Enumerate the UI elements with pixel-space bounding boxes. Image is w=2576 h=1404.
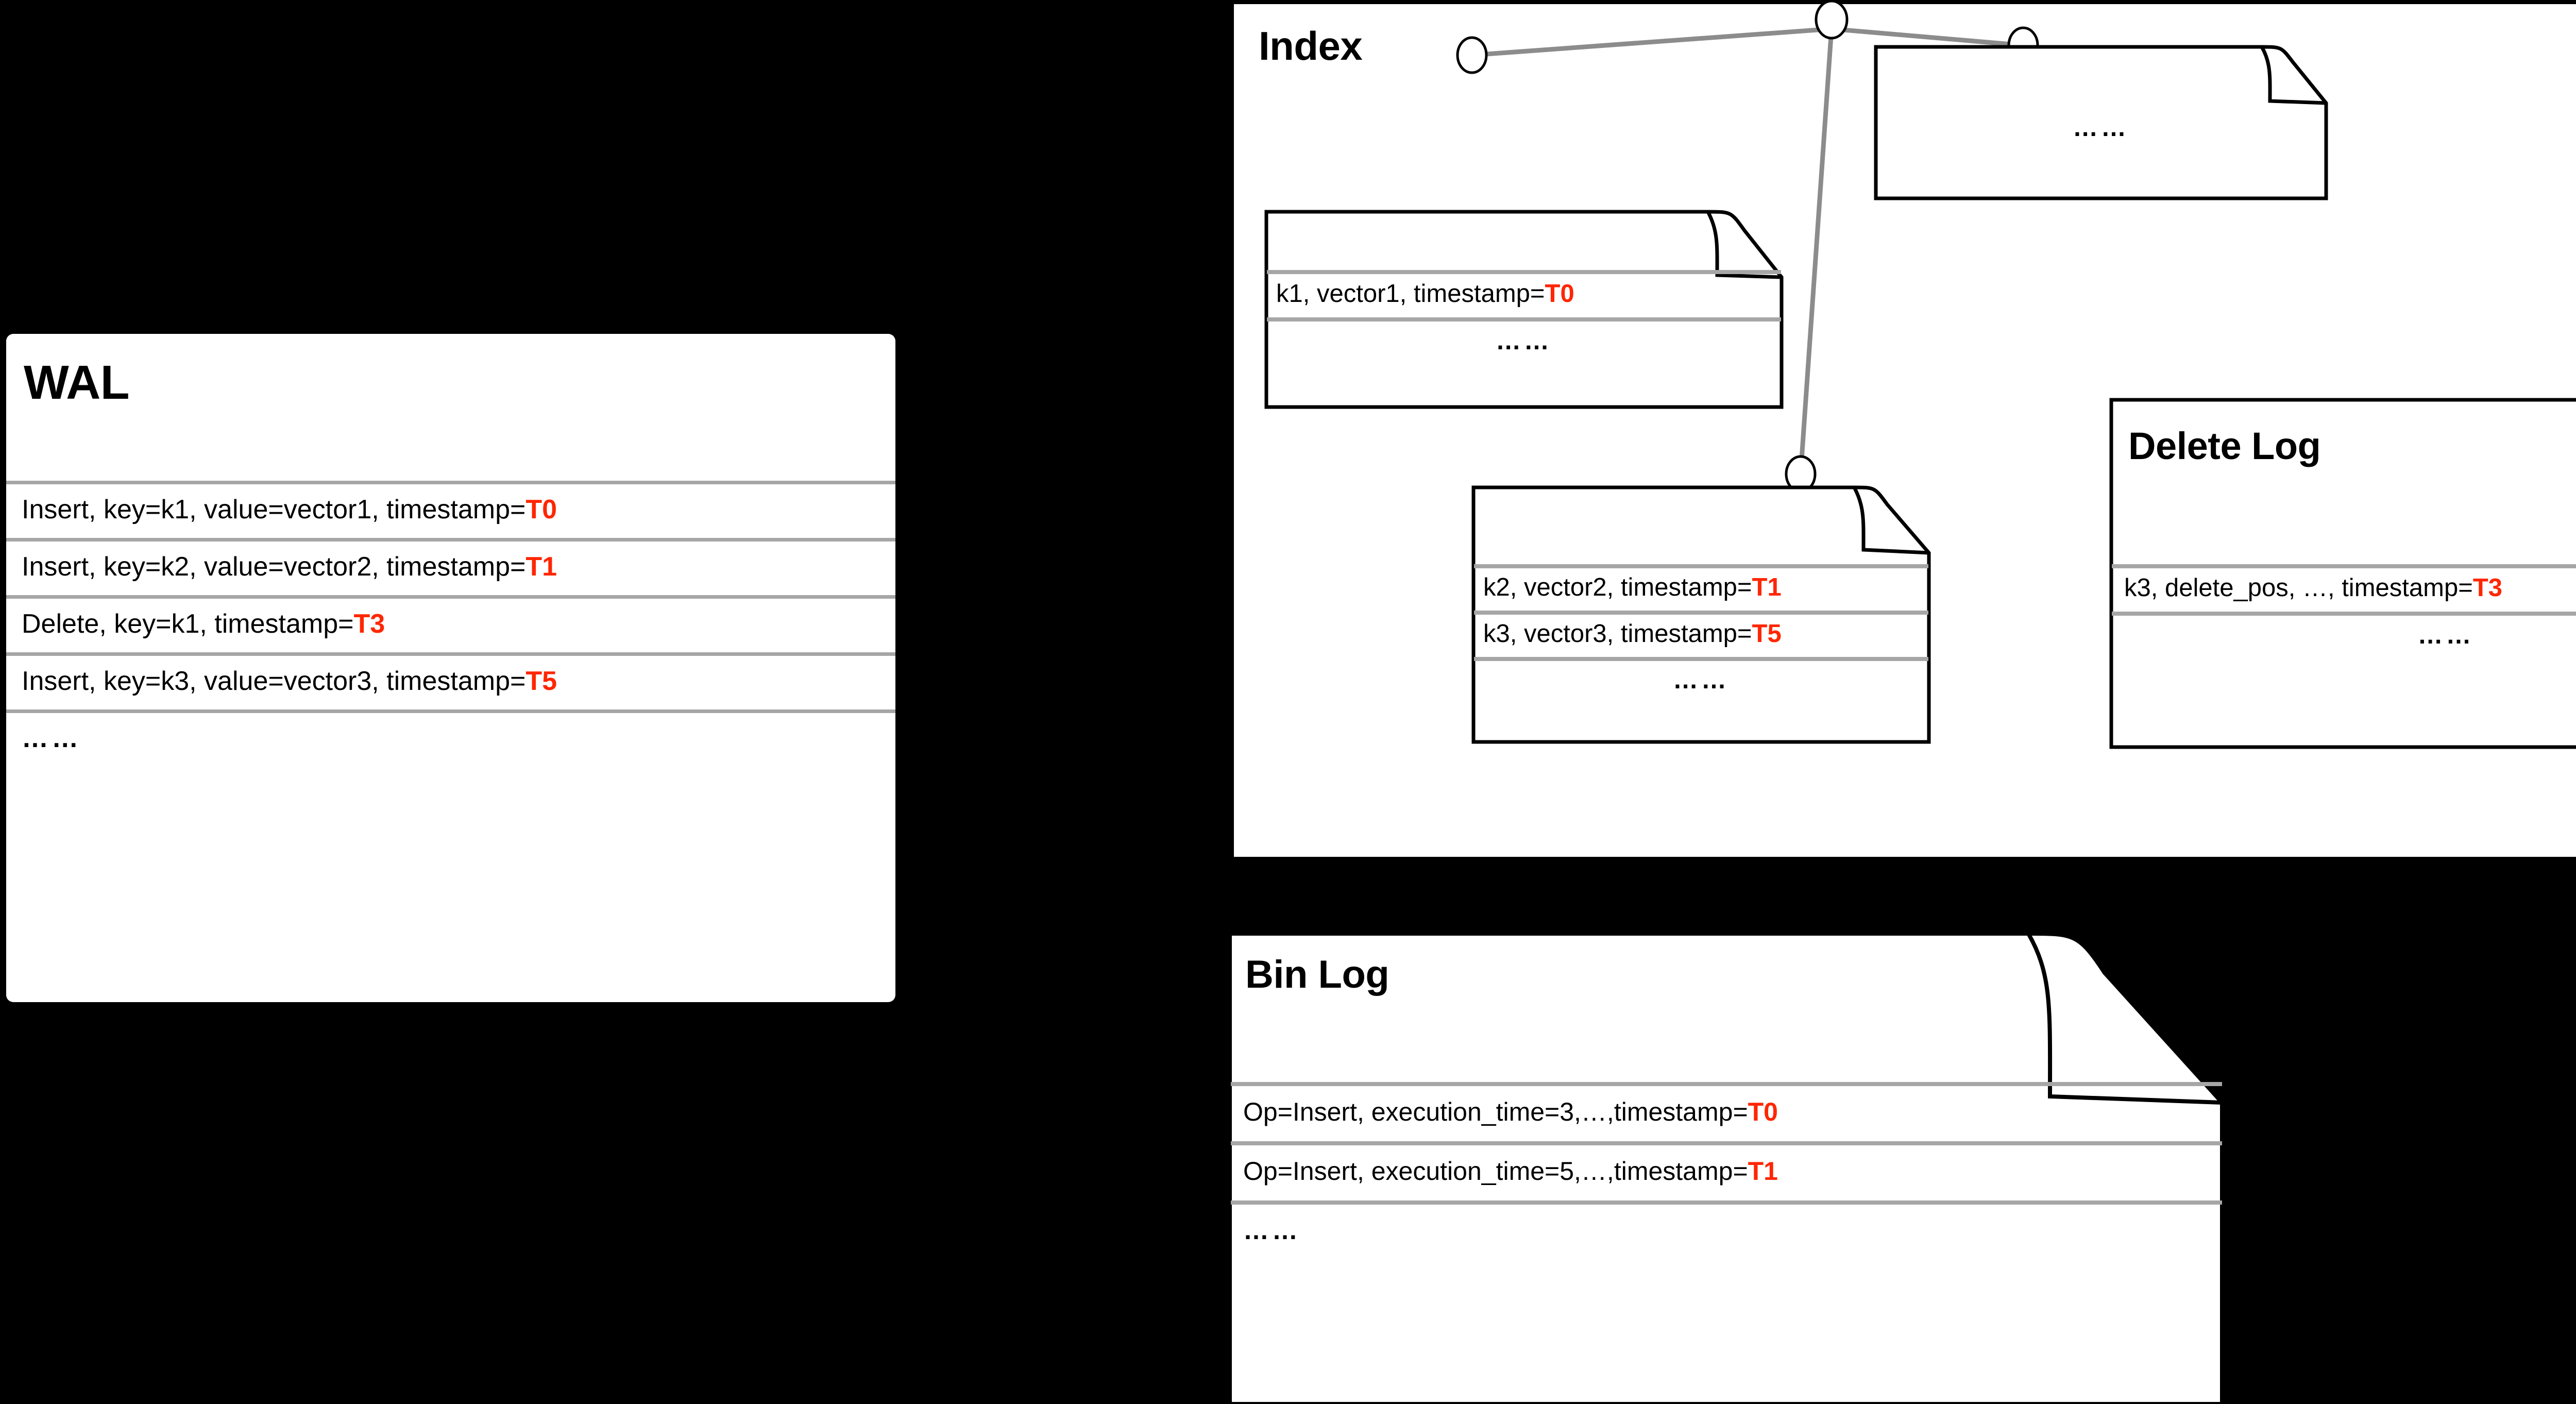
wal-row: Insert, key=k1, value=vector1, timestamp…	[22, 481, 892, 538]
tree-edge-root-left	[1471, 26, 1832, 58]
wal-row-timestamp: T5	[526, 666, 557, 696]
card-separator	[1474, 657, 1928, 661]
wal-row-text: ……	[22, 723, 82, 753]
delete-log-row-timestamp: T3	[2472, 574, 2502, 602]
delete-log-card: Delete Log k3, delete_pos, …, timestamp=…	[2109, 398, 2576, 749]
delete-log-title: Delete Log	[2128, 425, 2321, 467]
bin-log-row: Op=Insert, execution_time=3,…,timestamp=…	[1243, 1082, 2220, 1141]
wal-separator	[6, 595, 895, 599]
bin-log-separator	[1231, 1141, 2222, 1145]
index-card-k1: k1, vector1, timestamp=T0 ……	[1264, 210, 1784, 409]
bin-log-row-text: ……	[1243, 1215, 1301, 1245]
wal-separator	[6, 538, 895, 542]
wal-row: ……	[22, 709, 892, 767]
card-separator	[1474, 564, 1928, 568]
index-card-row-text: ……	[1496, 327, 1552, 355]
bin-log-separator	[1231, 1082, 2222, 1086]
card-separator	[1474, 611, 1928, 615]
tree-edge-root-right	[1831, 26, 2024, 48]
index-card-row-text: ……	[2073, 114, 2129, 142]
index-card-k2-k3: k2, vector2, timestamp=T1 k3, vector3, t…	[1471, 485, 1931, 744]
index-card-row: ……	[1874, 112, 2328, 143]
wal-row-timestamp: T1	[526, 551, 557, 582]
bin-log-panel: Bin Log Op=Insert, execution_time=3,…,ti…	[1228, 932, 2224, 1404]
delete-log-row: ……	[2112, 612, 2576, 659]
bin-log-shape	[1228, 932, 2224, 1404]
bin-log-row-text: Op=Insert, execution_time=3,…,timestamp=	[1243, 1097, 1748, 1126]
wal-row-timestamp: T3	[353, 608, 385, 639]
index-card-row: k3, vector3, timestamp=T5	[1483, 611, 1924, 657]
delete-log-row-text: ……	[2417, 621, 2475, 649]
index-card-row-timestamp: T5	[1752, 620, 1782, 648]
wal-row-text: Insert, key=k3, value=vector3, timestamp…	[22, 666, 526, 696]
index-card-row-text: k1, vector1, timestamp=	[1276, 280, 1545, 308]
wal-title: WAL	[24, 356, 130, 409]
wal-row-timestamp: T0	[526, 494, 557, 525]
wal-separator	[6, 709, 895, 713]
bin-log-separator	[1231, 1200, 2222, 1205]
card-separator	[2112, 564, 2576, 568]
index-card-row-timestamp: T0	[1545, 280, 1574, 308]
card-shape	[1471, 485, 1931, 744]
tree-node-root	[1815, 0, 1849, 40]
wal-row-text: Insert, key=k1, value=vector1, timestamp…	[22, 494, 526, 525]
index-card-row: k2, vector2, timestamp=T1	[1483, 564, 1924, 611]
bin-log-row-timestamp: T1	[1748, 1156, 1778, 1186]
delete-log-row: k3, delete_pos, …, timestamp=T3	[2124, 564, 2576, 612]
wal-row-text: Insert, key=k2, value=vector2, timestamp…	[22, 551, 526, 582]
index-card-row-text: k3, vector3, timestamp=	[1483, 620, 1752, 648]
delete-log-row-text: k3, delete_pos, …, timestamp=	[2124, 574, 2473, 602]
wal-panel: WAL Insert, key=k1, value=vector1, times…	[6, 334, 895, 1002]
card-separator	[2112, 612, 2576, 616]
wal-row: Delete, key=k1, timestamp=T3	[22, 595, 892, 652]
card-shape	[2109, 398, 2576, 749]
bin-log-row-timestamp: T0	[1748, 1097, 1778, 1126]
bin-log-row: Op=Insert, execution_time=5,…,timestamp=…	[1243, 1141, 2220, 1200]
tree-node-left	[1456, 36, 1488, 74]
wal-separator	[6, 652, 895, 656]
index-card-row-text: ……	[1673, 666, 1730, 694]
index-card-ellipsis: ……	[1874, 45, 2328, 200]
card-separator	[1267, 317, 1781, 322]
tree-edge-root-middle	[1798, 28, 1834, 475]
wal-row: Insert, key=k3, value=vector3, timestamp…	[22, 652, 892, 709]
card-shape	[1874, 45, 2328, 200]
wal-separator	[6, 481, 895, 484]
bin-log-title: Bin Log	[1245, 953, 1389, 996]
index-panel: Index k1, vector1, timestamp=T0 ……	[1234, 0, 2576, 857]
index-card-row: ……	[1474, 657, 1928, 703]
index-card-row-text: k2, vector2, timestamp=	[1483, 573, 1752, 601]
wal-row: Insert, key=k2, value=vector2, timestamp…	[22, 538, 892, 595]
bin-log-row-text: Op=Insert, execution_time=5,…,timestamp=	[1243, 1156, 1748, 1186]
card-separator	[1267, 270, 1781, 274]
index-card-row: k1, vector1, timestamp=T0	[1276, 270, 1776, 317]
index-title: Index	[1259, 23, 1363, 69]
index-card-row: ……	[1267, 317, 1781, 365]
index-card-row-timestamp: T1	[1752, 573, 1782, 601]
bin-log-row: ……	[1243, 1200, 2220, 1260]
wal-row-text: Delete, key=k1, timestamp=	[22, 608, 354, 639]
